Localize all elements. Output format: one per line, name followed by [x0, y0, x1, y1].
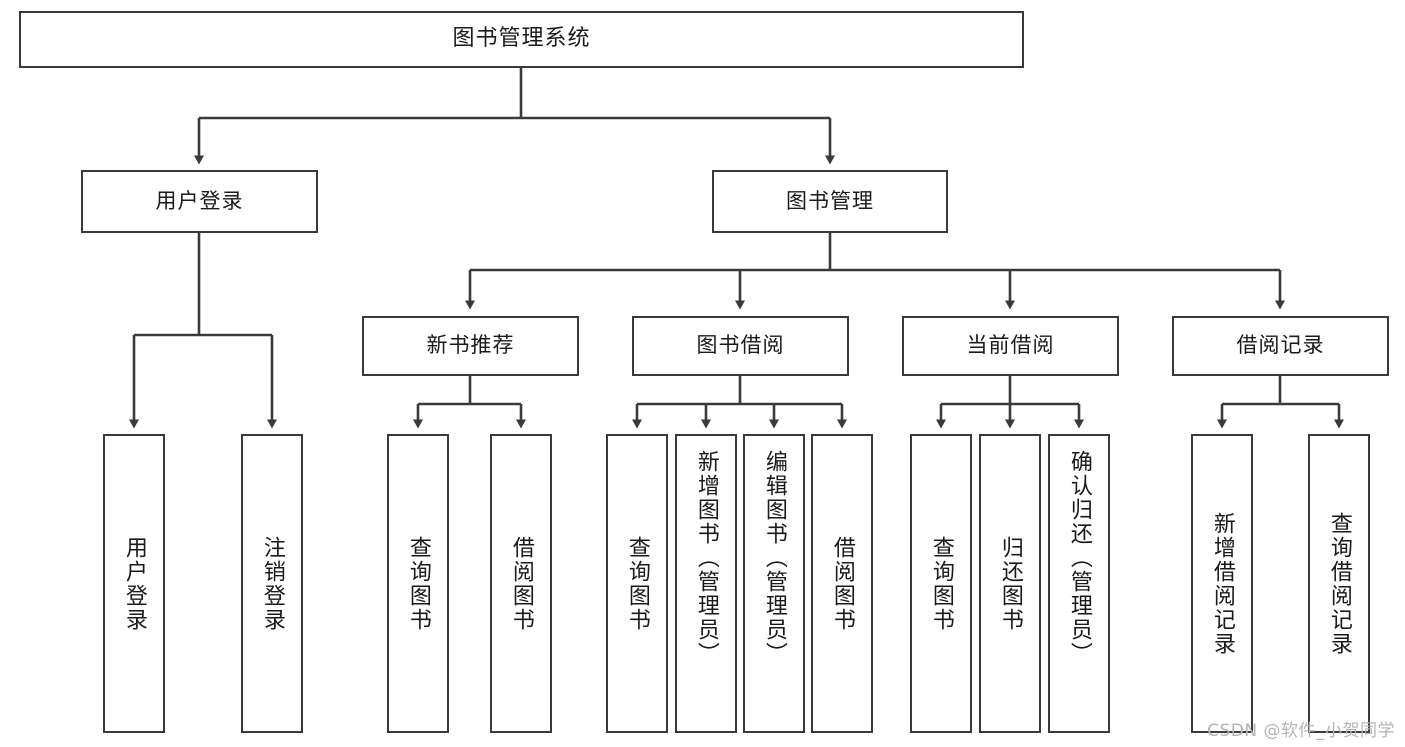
node-label: 新增图书（管理员） [693, 450, 719, 666]
leaf-new-book-query-books[interactable]: 查询图书 [387, 434, 449, 733]
node-borrowing-record[interactable]: 借阅记录 [1172, 316, 1389, 376]
leaf-user-login-login[interactable]: 用户登录 [103, 434, 165, 733]
node-label: 图书管理 [786, 188, 874, 213]
node-label: 查询图书 [624, 535, 650, 632]
node-label: 新增借阅记录 [1209, 511, 1235, 656]
node-label: 确认归还（管理员） [1066, 450, 1092, 666]
node-book-borrowing[interactable]: 图书借阅 [632, 316, 849, 376]
node-label: 归还图书 [997, 535, 1023, 632]
csdn-watermark: CSDN @软件_小贺同学 [1207, 721, 1395, 741]
leaf-user-login-logout[interactable]: 注销登录 [241, 434, 303, 733]
leaf-book-borrow-edit-book-admin[interactable]: 编辑图书（管理员） [743, 434, 805, 733]
node-label: 查询借阅记录 [1326, 511, 1352, 656]
node-label: 用户登录 [121, 535, 147, 632]
leaf-current-borrow-return-books[interactable]: 归还图书 [979, 434, 1041, 733]
node-label: 用户登录 [155, 188, 244, 213]
leaf-book-borrow-add-book-admin[interactable]: 新增图书（管理员） [675, 434, 737, 733]
node-new-book-recommendation[interactable]: 新书推荐 [362, 316, 579, 376]
leaf-book-borrow-query-books[interactable]: 查询图书 [606, 434, 668, 733]
node-label: 新书推荐 [426, 333, 515, 358]
node-user-login[interactable]: 用户登录 [81, 170, 318, 233]
node-root-book-management-system[interactable]: 图书管理系统 [19, 11, 1024, 68]
leaf-borrow-record-add-record[interactable]: 新增借阅记录 [1191, 434, 1253, 733]
leaf-new-book-borrow-books[interactable]: 借阅图书 [490, 434, 552, 733]
node-label: 借阅记录 [1236, 333, 1325, 358]
node-label: 编辑图书（管理员） [761, 450, 787, 666]
node-label: 当前借阅 [966, 333, 1055, 358]
node-label: 图书管理系统 [452, 26, 591, 52]
node-label: 查询图书 [928, 535, 954, 632]
leaf-current-borrow-query-books[interactable]: 查询图书 [910, 434, 972, 733]
node-current-borrowing[interactable]: 当前借阅 [902, 316, 1119, 376]
leaf-borrow-record-query-record[interactable]: 查询借阅记录 [1308, 434, 1370, 733]
leaf-book-borrow-borrow-books[interactable]: 借阅图书 [811, 434, 873, 733]
node-label: 查询图书 [405, 535, 431, 632]
node-label: 借阅图书 [508, 535, 534, 632]
node-label: 图书借阅 [696, 333, 785, 358]
node-book-management[interactable]: 图书管理 [712, 170, 948, 233]
leaf-current-borrow-confirm-return-admin[interactable]: 确认归还（管理员） [1048, 434, 1110, 733]
node-label: 借阅图书 [829, 535, 855, 632]
node-label: 注销登录 [259, 535, 285, 632]
